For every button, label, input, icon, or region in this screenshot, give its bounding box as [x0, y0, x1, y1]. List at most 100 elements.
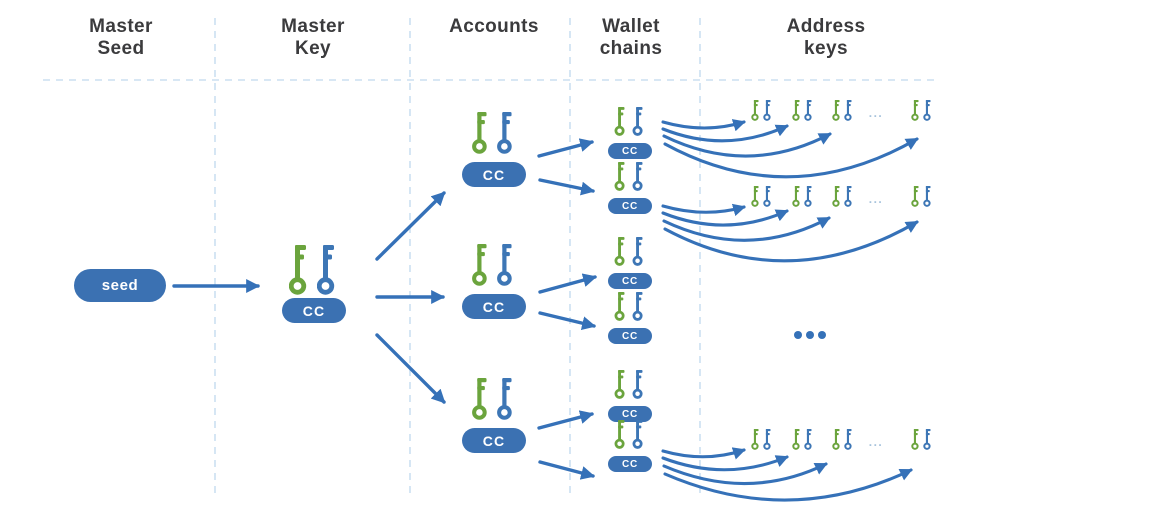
key-icon-green	[911, 100, 921, 121]
chain-code-badge: CC	[282, 298, 346, 323]
key-icon-green	[614, 237, 628, 266]
key-icon-blue	[763, 100, 773, 121]
key-icon-blue	[804, 100, 814, 121]
address-keypair	[751, 429, 773, 450]
arrow-account3-to-chain5	[537, 410, 595, 430]
arrow-account2-to-chain4	[538, 311, 597, 331]
key-icon-green	[832, 100, 842, 121]
key-icon-blue	[844, 100, 854, 121]
key-icon-green	[792, 100, 802, 121]
arrow-account1-to-chain1	[537, 138, 595, 158]
key-icon-green	[792, 429, 802, 450]
key-icon-green	[289, 245, 311, 295]
ellipsis-dot	[806, 331, 814, 339]
key-icon-blue	[763, 429, 773, 450]
chain-code-badge: CC	[608, 273, 652, 289]
arrow-master-to-account-3	[375, 333, 446, 404]
chain-code-badge: CC	[608, 143, 652, 159]
arrow-chain1-to-address-2	[661, 124, 789, 143]
key-pair-icon	[614, 292, 646, 321]
key-icon-blue	[497, 378, 516, 420]
chain-code-badge: CC	[608, 456, 652, 472]
address-keypair	[792, 186, 814, 207]
arrow-chain1-to-address-1	[661, 119, 746, 132]
more-chains-ellipsis-icon	[794, 331, 826, 339]
wallet-chain-node-1: CC	[608, 107, 652, 159]
key-icon-blue	[923, 429, 933, 450]
arrow-chain2-to-address-2	[661, 209, 789, 227]
address-keypair	[792, 429, 814, 450]
arrow-chain2-to-address-3	[662, 216, 831, 242]
column-header-master-key: Master Key	[281, 16, 345, 59]
key-icon-blue	[497, 244, 516, 286]
more-addresses-ellipsis: ...	[868, 106, 884, 120]
master-key-node: CC	[282, 245, 346, 323]
key-pair-icon	[472, 378, 516, 420]
arrow-chain1-to-address-4	[663, 137, 919, 179]
address-keypair	[911, 429, 933, 450]
arrow-chain6-to-address-3	[662, 462, 828, 486]
arrow-chain6-to-address-2	[661, 455, 789, 472]
chain-code-badge: CC	[608, 406, 652, 422]
key-icon-blue	[923, 186, 933, 207]
wallet-chain-node-6: CC	[608, 420, 652, 472]
address-keys-row-2: ...	[0, 186, 1173, 208]
key-icon-green	[792, 186, 802, 207]
key-icon-blue	[844, 429, 854, 450]
key-pair-icon	[614, 237, 646, 266]
key-icon-blue	[923, 100, 933, 121]
key-icon-green	[751, 100, 761, 121]
more-addresses-ellipsis: ...	[868, 192, 884, 206]
ellipsis-dot	[818, 331, 826, 339]
address-keypair	[911, 186, 933, 207]
address-keys-row-3: ...	[0, 429, 1173, 451]
address-keypair	[832, 100, 854, 121]
chain-code-badge: CC	[462, 162, 526, 187]
key-icon-green	[751, 186, 761, 207]
address-keys-row-1: ...	[0, 100, 1173, 122]
chain-code-badge: CC	[462, 428, 526, 453]
key-icon-green	[472, 244, 491, 286]
chain-code-badge: CC	[608, 198, 652, 214]
key-icon-green	[751, 429, 761, 450]
key-icon-blue	[632, 292, 646, 321]
column-header-master-seed: Master Seed	[89, 16, 153, 59]
account-node-1: CC	[462, 112, 526, 187]
seed-node: seed	[74, 269, 166, 302]
address-keypair	[751, 100, 773, 121]
address-keypair	[832, 429, 854, 450]
key-icon-blue	[632, 370, 646, 399]
key-icon-blue	[632, 237, 646, 266]
key-icon-blue	[763, 186, 773, 207]
arrow-chain6-to-address-1	[661, 447, 746, 460]
arrow-chain1-to-address-3	[662, 132, 832, 158]
chain-code-badge: CC	[462, 294, 526, 319]
address-keypair	[911, 100, 933, 121]
key-icon-green	[832, 186, 842, 207]
key-icon-blue	[804, 186, 814, 207]
account-node-3: CC	[462, 378, 526, 453]
wallet-chain-node-4: CC	[608, 292, 652, 344]
key-icon-green	[832, 429, 842, 450]
key-pair-icon	[614, 370, 646, 399]
address-keypair	[751, 186, 773, 207]
column-header-address-keys: Address keys	[786, 16, 866, 59]
chain-code-badge: CC	[608, 328, 652, 344]
key-icon-blue	[804, 429, 814, 450]
more-addresses-ellipsis: ...	[868, 435, 884, 449]
arrow-account3-to-chain6	[538, 460, 596, 480]
key-icon-green	[614, 370, 628, 399]
wallet-chain-node-2: CC	[608, 162, 652, 214]
key-icon-green	[911, 429, 921, 450]
wallet-chain-node-5: CC	[608, 370, 652, 422]
key-icon-green	[472, 378, 491, 420]
address-keypair	[832, 186, 854, 207]
arrow-account2-to-chain3	[538, 273, 598, 294]
column-header-accounts: Accounts	[449, 16, 539, 37]
key-icon-blue	[844, 186, 854, 207]
ellipsis-dot	[794, 331, 802, 339]
arrow-chain2-to-address-4	[663, 220, 919, 263]
arrow-chain6-to-address-4	[663, 468, 913, 502]
wallet-chain-node-3: CC	[608, 237, 652, 289]
